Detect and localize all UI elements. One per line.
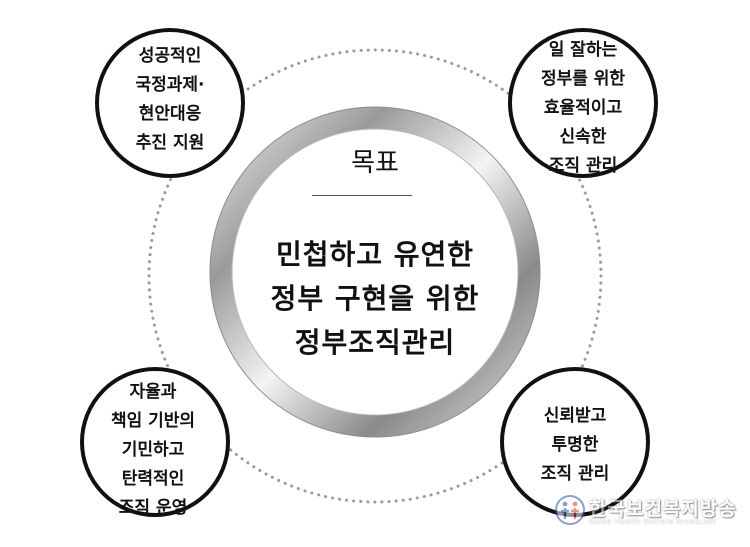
broadcaster-subtitle: Korea Health Welfare Broadcast [589,517,716,526]
center-circle [209,106,541,438]
satellite-text-bottom-left: 자율과 책임 기반의 기민하고 탄력적인 조직 운영 [83,378,223,523]
satellite-text-top-right: 일 잘하는 정부를 위한 효율적이고 신속한 조직 관리 [513,36,653,181]
satellite-line: 조직 관리 [540,464,610,484]
satellite-line: 일 잘하는 [548,40,618,60]
satellite-text-bottom-right: 신뢰받고 투명한 조직 관리 [505,402,645,489]
center-title-line-3: 정부조직관리 [294,326,456,359]
satellite-line: 조직 관리 [548,156,618,176]
broadcaster-watermark: 한국보건복지방송 Korea Health Welfare Broadcast [555,494,745,530]
satellite-line: 신뢰받고 [543,406,607,426]
satellite-line: 성공적인 [138,46,202,66]
satellite-line: 탄력적인 [121,469,185,489]
dotted-orbit-ring [147,48,603,504]
center-title: 민첩하고 유연한 정부 구현을 위한 정부조직관리 [232,233,518,365]
broadcaster-logo-icon [555,495,585,525]
center-title-line-1: 민첩하고 유연한 [275,238,475,271]
satellite-circle-top-right [508,28,658,178]
satellite-circle-top-left [95,28,245,178]
satellite-line: 정부를 위한 [540,69,626,89]
goal-divider [312,195,412,196]
broadcaster-name: 한국보건복지방송 [589,498,737,520]
satellite-line: 추진 지원 [135,133,205,153]
goal-label: 목표 [351,148,399,178]
satellite-line: 자율과 [129,382,177,402]
satellite-line: 신속한 [559,127,607,147]
satellite-line: 조직 운영 [118,498,188,518]
center-title-line-2: 정부 구현을 위한 [270,282,480,315]
satellite-line: 투명한 [551,435,599,455]
satellite-line: 국정과제· [135,75,205,95]
satellite-line: 현안대응 [138,104,202,124]
satellite-line: 책임 기반의 [110,411,196,431]
satellite-line: 기민하고 [121,440,185,460]
satellite-text-top-left: 성공적인 국정과제· 현안대응 추진 지원 [100,42,240,158]
satellite-line: 효율적이고 [543,98,623,118]
satellite-circle-bottom-left [80,367,230,517]
